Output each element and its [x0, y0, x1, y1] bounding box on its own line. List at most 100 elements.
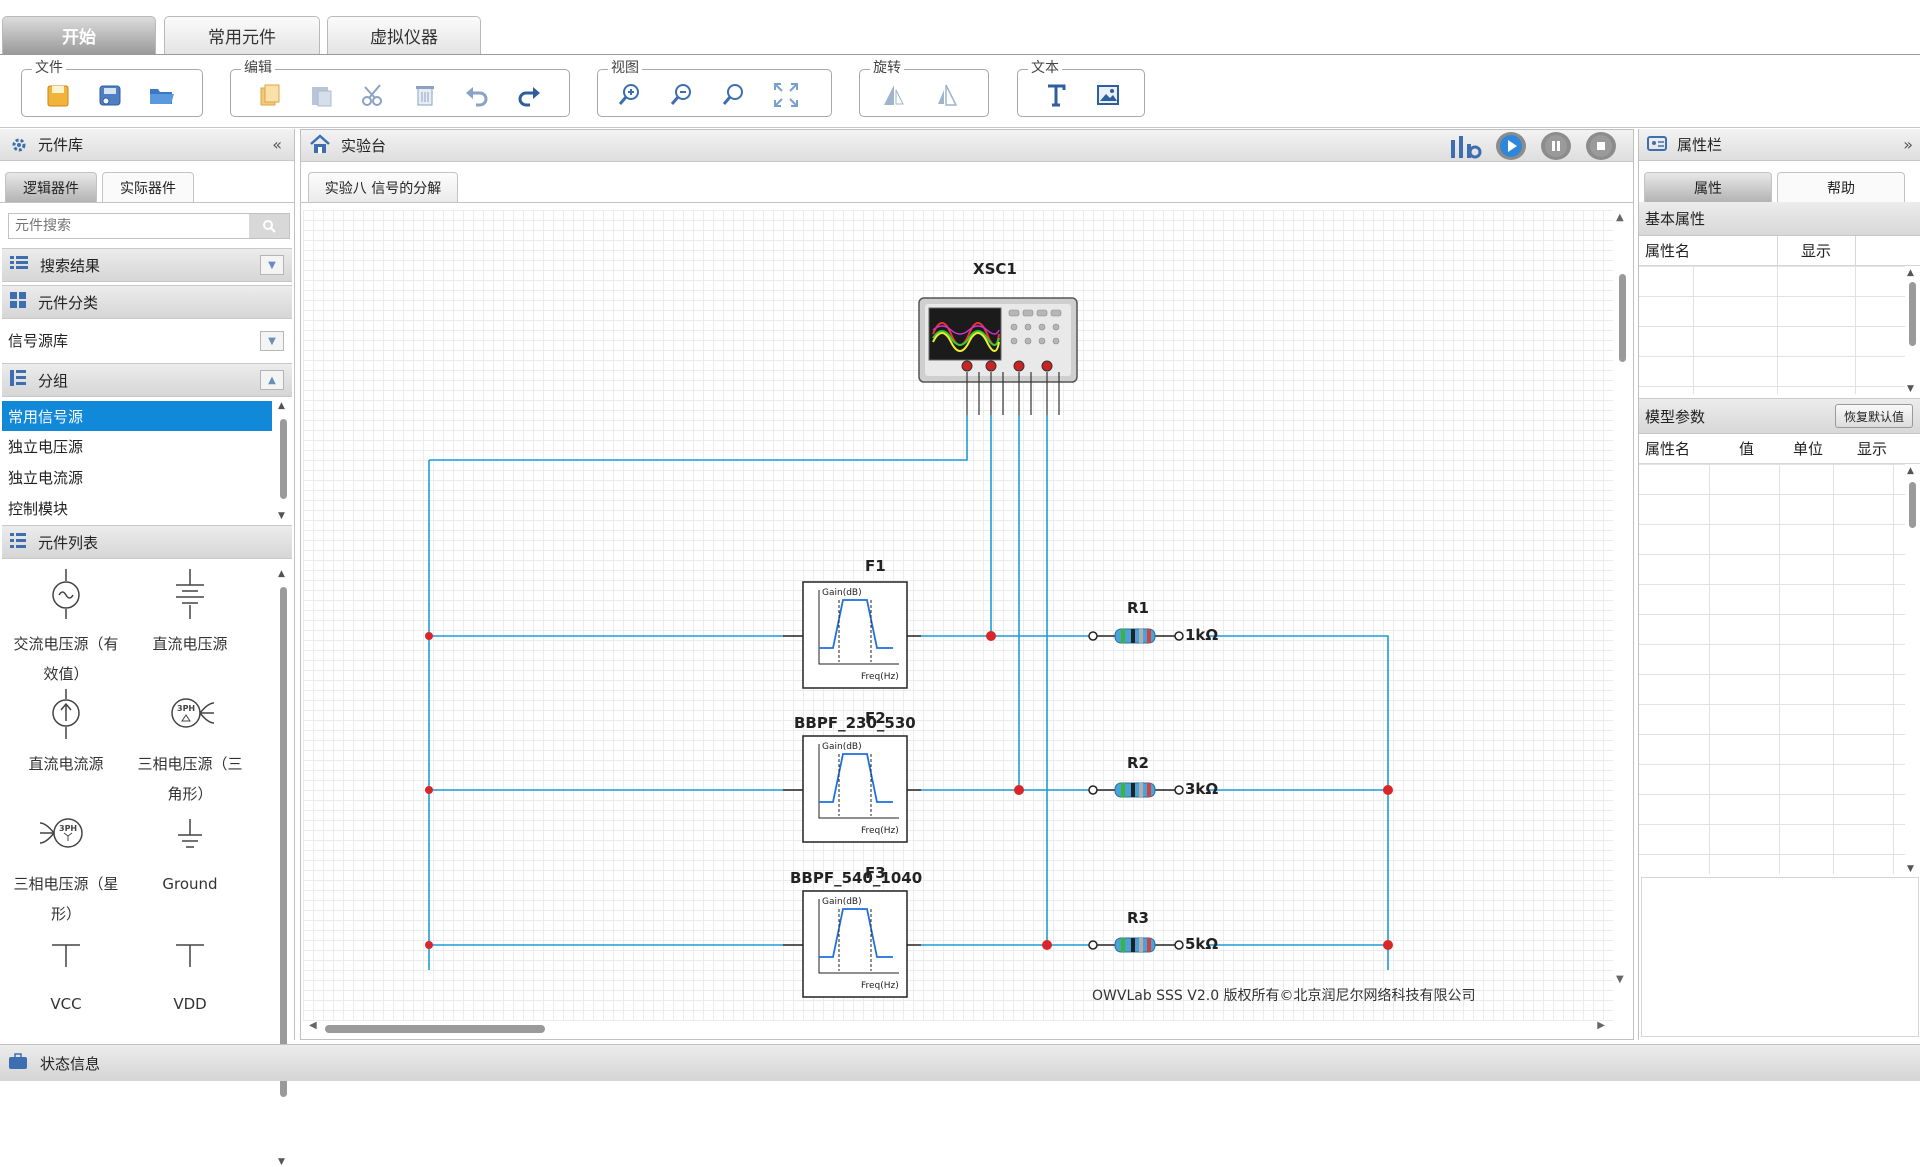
filter-f3[interactable]	[783, 890, 921, 998]
r2-value: 3kΩ	[1185, 780, 1219, 798]
tab-real-devices[interactable]: 实际器件	[102, 172, 194, 202]
basic-properties-scrollbar[interactable]: ▲ ▼	[1905, 266, 1919, 394]
resistor-r1[interactable]	[1088, 628, 1184, 644]
tab-start[interactable]: 开始	[2, 16, 156, 54]
component-list-scroll-thumb[interactable]	[280, 587, 287, 1097]
junction-f2-out	[1014, 785, 1024, 795]
open-folder-icon[interactable]	[146, 80, 178, 110]
scroll-up-icon[interactable]: ▲	[1907, 268, 1914, 278]
canvas-v-thumb[interactable]	[1619, 274, 1626, 362]
filter-f1[interactable]	[783, 581, 921, 689]
component-ground[interactable]: Ground	[128, 809, 252, 899]
restore-defaults-button[interactable]: 恢复默认值	[1834, 404, 1913, 428]
tab-help[interactable]: 帮助	[1777, 172, 1905, 202]
tab-properties[interactable]: 属性	[1644, 172, 1772, 202]
circuit-diagram	[425, 297, 1393, 998]
component-dc-voltage-source[interactable]: 直流电压源	[128, 569, 252, 659]
model-scroll-thumb[interactable]	[1909, 482, 1916, 528]
rotate-left-icon[interactable]	[878, 80, 910, 110]
component-vdd[interactable]: VDD	[128, 929, 252, 1019]
top-tab-bar: 开始 常用元件 虚拟仪器	[0, 0, 1920, 55]
stop-icon[interactable]	[1586, 132, 1616, 160]
status-bar: 状态信息	[0, 1044, 1920, 1081]
delete-icon[interactable]	[409, 80, 441, 110]
save-file-icon[interactable]	[94, 80, 126, 110]
scroll-up-icon[interactable]: ▲	[278, 569, 285, 579]
insert-text-icon[interactable]	[1040, 80, 1072, 110]
fit-screen-icon[interactable]	[770, 80, 802, 110]
zoom-out-icon[interactable]	[666, 80, 698, 110]
play-icon[interactable]	[1496, 132, 1526, 160]
model-params-columns: 属性名 值 单位 显示	[1639, 434, 1920, 464]
new-file-icon[interactable]	[42, 80, 74, 110]
category-select[interactable]: 信号源库 ▼	[2, 322, 292, 358]
basic-scroll-thumb[interactable]	[1909, 282, 1916, 346]
cut-icon[interactable]	[357, 80, 389, 110]
group-item-common-signal[interactable]: 常用信号源	[2, 401, 272, 431]
filter-f2[interactable]	[783, 735, 921, 843]
tab-virtual-instruments[interactable]: 虚拟仪器	[327, 16, 481, 54]
search-icon[interactable]	[249, 214, 289, 238]
group-item-control-module[interactable]: 控制模块	[8, 499, 69, 518]
insert-image-icon[interactable]	[1092, 80, 1124, 110]
copy-icon[interactable]	[253, 80, 285, 110]
group-scrollbar[interactable]: ▲ ▼	[276, 401, 290, 521]
doc-tab-experiment8[interactable]: 实验八 信号的分解	[308, 172, 458, 202]
scroll-left-icon[interactable]: ◀	[309, 1020, 317, 1031]
tab-logic-devices[interactable]: 逻辑器件	[5, 172, 97, 202]
redo-icon[interactable]	[513, 80, 545, 110]
component-3ph-delta[interactable]: 3PH 三相电压源（三 角形）	[128, 689, 252, 809]
paste-icon[interactable]	[305, 80, 337, 110]
three-phase-star-icon: 3PH	[39, 818, 83, 848]
grid-list-icon	[10, 256, 28, 274]
scroll-down-icon[interactable]: ▼	[1616, 974, 1624, 985]
scroll-down-icon[interactable]: ▼	[278, 511, 285, 521]
list-icon	[10, 532, 26, 552]
canvas-vertical-scrollbar[interactable]: ▲ ▼	[1615, 210, 1629, 1021]
zoom-reset-icon[interactable]	[718, 80, 750, 110]
component-dc-current-source[interactable]: 直流电流源	[4, 689, 128, 779]
scroll-up-icon[interactable]: ▲	[1616, 212, 1624, 223]
scroll-down-icon[interactable]: ▼	[278, 1157, 285, 1167]
resistor-r2[interactable]	[1088, 782, 1184, 798]
search-results-section[interactable]: 搜索结果 ▼	[2, 248, 292, 282]
model-params-scrollbar[interactable]: ▲ ▼	[1905, 464, 1919, 874]
oscilloscope-xsc1[interactable]	[918, 297, 1078, 415]
chevron-up-icon[interactable]: ▲	[260, 370, 284, 390]
canvas-horizontal-scrollbar[interactable]: ◀ ▶	[305, 1020, 1605, 1035]
zoom-in-icon[interactable]	[614, 80, 646, 110]
component-library-panel: 元件库 « 逻辑器件 实际器件 搜索结果 ▼ 元件分类 信号源库 ▼ 分组 ▲ …	[0, 129, 295, 1167]
chevron-down-icon[interactable]: ▼	[260, 255, 284, 275]
component-ac-voltage-source[interactable]: 交流电压源（有 效值）	[4, 569, 128, 689]
pause-icon[interactable]	[1541, 132, 1571, 160]
oscilloscope-label: XSC1	[973, 260, 1017, 278]
scroll-up-icon[interactable]: ▲	[278, 401, 285, 411]
wires	[428, 415, 1389, 970]
scroll-down-icon[interactable]: ▼	[1907, 864, 1914, 874]
group-item-current-source[interactable]: 独立电流源	[8, 468, 84, 487]
group-scroll-thumb[interactable]	[280, 419, 287, 499]
component-vcc[interactable]: VCC	[4, 929, 128, 1019]
canvas-h-thumb[interactable]	[325, 1025, 545, 1033]
col-display: 显示	[1801, 242, 1832, 260]
instrument-settings-icon[interactable]	[1449, 132, 1483, 164]
col-property-name: 属性名	[1645, 242, 1691, 260]
three-phase-label: 3PH	[177, 704, 195, 713]
collapse-left-icon[interactable]: «	[272, 135, 282, 154]
collapse-right-icon[interactable]: »	[1903, 135, 1913, 154]
rotate-right-icon[interactable]	[932, 80, 964, 110]
rotate-group: 旋转	[859, 60, 989, 117]
component-3ph-star[interactable]: 3PH 三相电压源（星 形）	[4, 809, 128, 929]
text-group: 文本	[1017, 60, 1145, 117]
scroll-right-icon[interactable]: ▶	[1597, 1020, 1605, 1031]
undo-icon[interactable]	[461, 80, 493, 110]
resistor-r3[interactable]	[1088, 937, 1184, 953]
tab-common-components[interactable]: 常用元件	[164, 16, 320, 54]
schematic-canvas[interactable]: XSC1 F1 Gain(dB) Freq(Hz) F2 BBPF_230_53…	[303, 210, 1613, 1021]
category-dropdown-icon[interactable]: ▼	[260, 331, 284, 351]
scroll-up-icon[interactable]: ▲	[1907, 466, 1914, 476]
component-search-input[interactable]	[13, 214, 257, 238]
edit-group-title: 编辑	[241, 60, 275, 76]
group-item-voltage-source[interactable]: 独立电压源	[8, 437, 84, 456]
scroll-down-icon[interactable]: ▼	[1907, 384, 1914, 394]
